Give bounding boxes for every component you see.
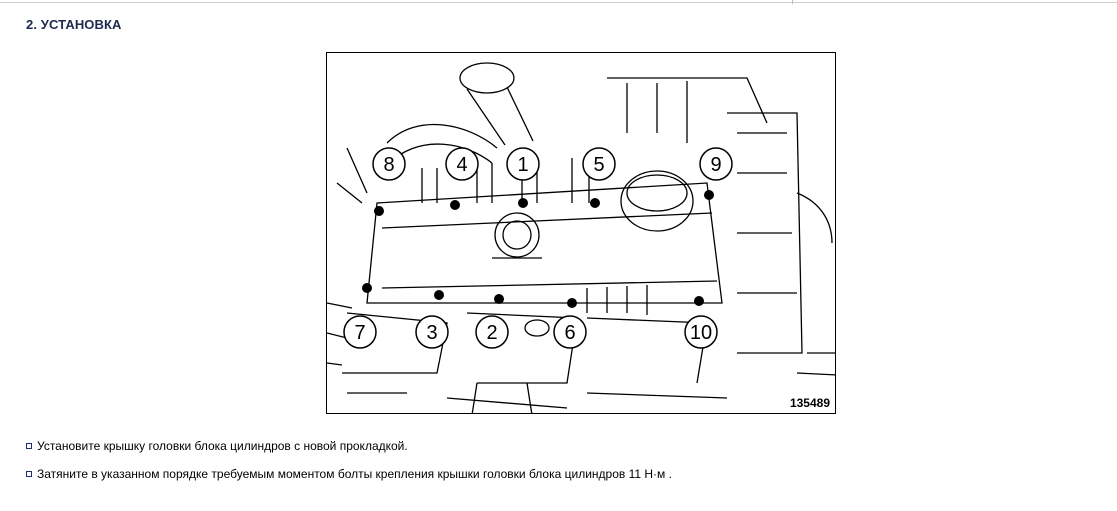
instruction-list: Установите крышку головки блока цилиндро… (26, 438, 1106, 494)
callout-10: 10 (690, 322, 712, 344)
callout-circle-4 (445, 147, 479, 181)
callout-2: 2 (486, 322, 497, 344)
bullet-square-icon (26, 443, 32, 449)
callout-4: 4 (456, 154, 467, 176)
callout-circle-10 (684, 315, 718, 349)
callout-circle-8 (372, 147, 406, 181)
callout-circle-1 (506, 147, 540, 181)
callout-circle-5 (582, 147, 616, 181)
engine-diagram: 8 4 1 5 9 7 3 2 6 10 135489 (326, 52, 836, 414)
top-divider (0, 2, 1117, 3)
instruction-item: Затяните в указанном порядке требуемым м… (26, 466, 1106, 482)
engine-drawing: 8 4 1 5 9 7 3 2 6 10 (327, 62, 835, 413)
callout-9: 9 (710, 154, 721, 176)
section-title: 2. УСТАНОВКА (26, 17, 122, 32)
instruction-text: Установите крышку головки блока цилиндро… (37, 439, 408, 453)
callout-circle-3 (415, 315, 449, 349)
callout-1: 1 (517, 154, 528, 176)
top-divider-tick (792, 0, 793, 4)
figure-number: 135489 (787, 396, 832, 410)
callout-7: 7 (354, 322, 365, 344)
instruction-item: Установите крышку головки блока цилиндро… (26, 438, 1106, 454)
callout-6: 6 (564, 322, 575, 344)
instruction-text: Затяните в указанном порядке требуемым м… (37, 467, 672, 481)
callout-circle-7 (343, 315, 377, 349)
bullet-square-icon (26, 471, 32, 477)
callout-circle-9 (699, 147, 733, 181)
callout-5: 5 (593, 154, 604, 176)
callout-8: 8 (383, 154, 394, 176)
callout-circle-2 (475, 315, 509, 349)
callout-3: 3 (426, 322, 437, 344)
callout-circle-6 (553, 315, 587, 349)
